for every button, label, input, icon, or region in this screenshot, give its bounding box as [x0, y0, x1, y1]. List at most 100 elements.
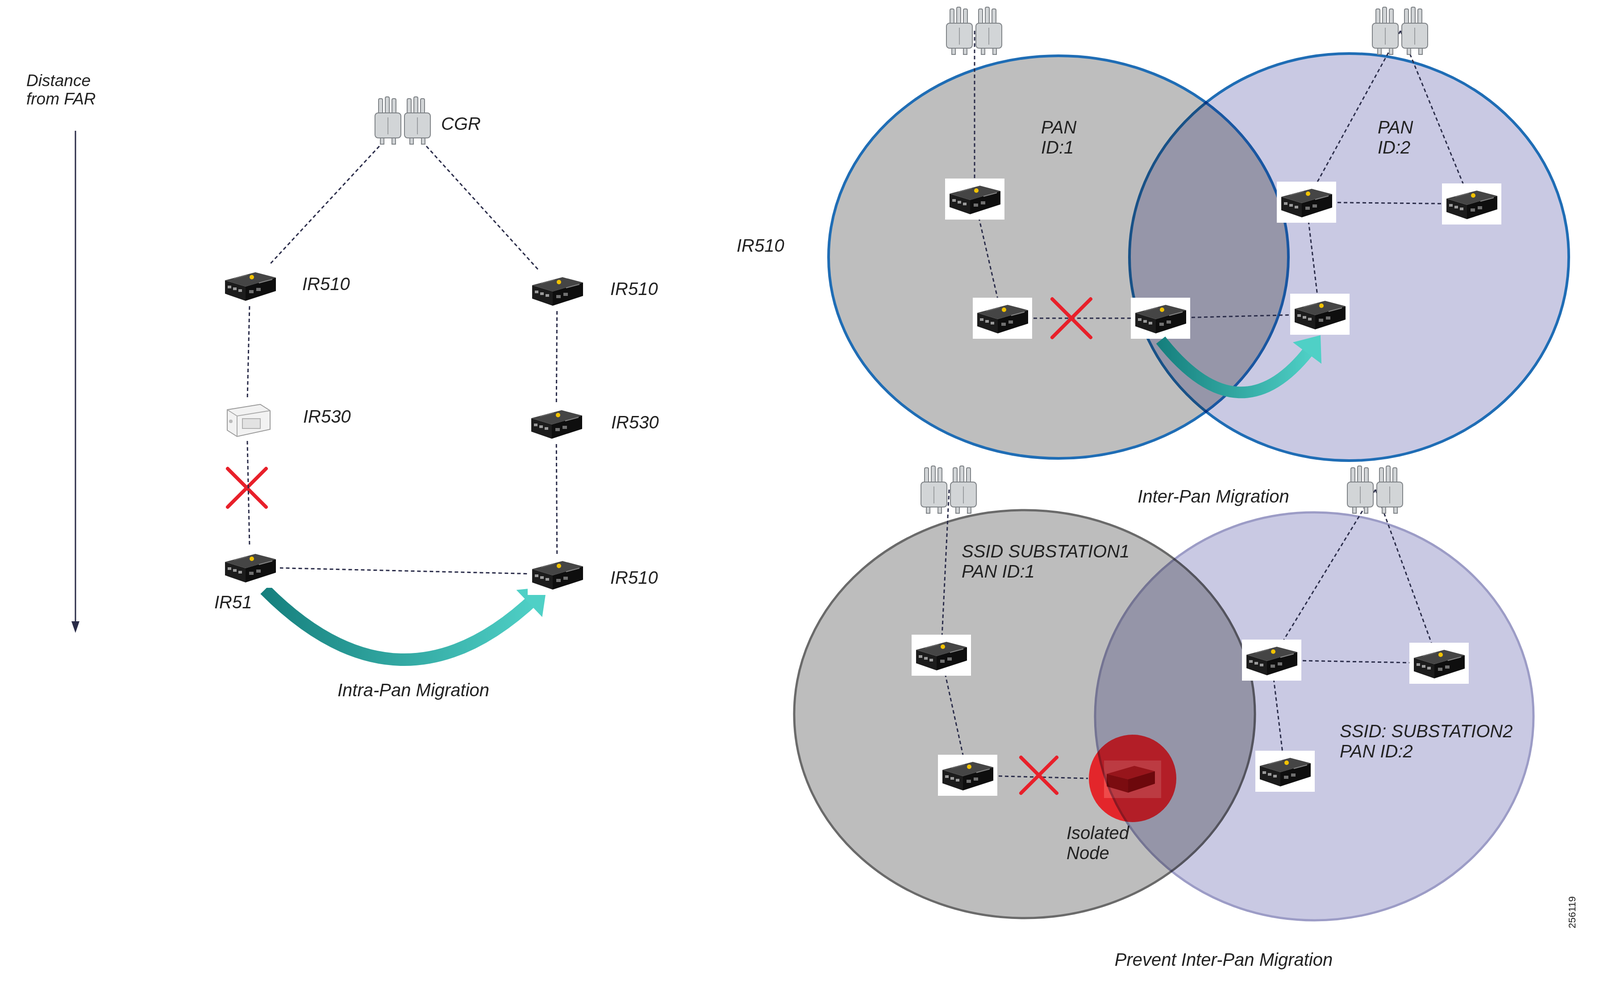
dashed-link — [556, 444, 557, 555]
dashed-link — [247, 306, 250, 400]
drawing-part — [1052, 299, 1091, 338]
dashed-link — [426, 146, 539, 271]
drawing-part — [1409, 642, 1469, 684]
drawing-part — [1292, 335, 1322, 364]
drawing-part — [911, 634, 971, 676]
drawing-part — [217, 400, 277, 442]
device-icon — [217, 400, 277, 442]
drawing-part — [937, 754, 998, 796]
drawing-part — [1290, 293, 1350, 335]
device-label: IR51 — [214, 592, 253, 613]
drawing-part — [1255, 750, 1315, 792]
router-node: IR510 — [527, 554, 588, 596]
drawing-part — [1130, 297, 1191, 339]
drawing-part — [1020, 757, 1057, 794]
device-label: IR530 — [611, 412, 659, 433]
drawing-part — [946, 7, 1002, 55]
device-icon — [526, 403, 587, 445]
drawing-part — [71, 621, 80, 634]
drawing-part — [1020, 757, 1057, 794]
drawing-part — [220, 265, 280, 307]
drawing-part — [75, 130, 77, 623]
annotation-label: Inter-Pan Migration — [1137, 486, 1289, 507]
region-label: SSID: SUBSTATION2 PAN ID:2 — [1339, 721, 1532, 762]
region-label: PAN ID:2 — [1377, 117, 1413, 158]
device-label: IR510 — [302, 274, 350, 295]
device-icon — [220, 546, 280, 588]
dashed-link — [269, 146, 380, 266]
migration-arrow — [1160, 335, 1322, 393]
pan-region: SSID: SUBSTATION2 PAN ID:2 — [1092, 510, 1536, 923]
router-node: IR530 — [217, 400, 277, 442]
drawing-part — [1276, 181, 1337, 223]
annotation-label: Prevent Inter-Pan Migration — [1114, 950, 1333, 971]
dashed-link — [279, 568, 528, 575]
pan-region: PAN ID:2 — [1126, 50, 1572, 464]
device-icon — [527, 554, 588, 596]
gateway-router: CGR — [370, 95, 436, 147]
drawing-part — [1400, 30, 1472, 205]
router-node: IR510 — [220, 265, 280, 307]
drawing-part — [1375, 489, 1439, 664]
failure-mark — [227, 299, 1091, 794]
device-label: IR530 — [303, 406, 351, 427]
migration-curve — [264, 589, 537, 660]
drawing-part — [920, 466, 977, 514]
drawing-part — [941, 489, 950, 656]
drawing-part — [945, 178, 1005, 220]
drawing-part — [1441, 183, 1502, 225]
dashed-link — [279, 568, 528, 575]
drawing-part — [527, 270, 588, 312]
drawing-part — [972, 297, 1033, 339]
dashed-link — [247, 441, 250, 547]
device-icon — [527, 270, 588, 312]
region-outline — [1126, 50, 1572, 464]
dashed-link — [556, 311, 557, 404]
dashed-link — [426, 146, 539, 271]
device-icon — [370, 95, 436, 147]
drawing-part — [375, 96, 431, 145]
device-label: CGR — [441, 113, 481, 134]
dashed-link — [269, 146, 380, 266]
annotation-label: Intra-Pan Migration — [337, 680, 490, 701]
device-label: IR510 — [610, 567, 659, 588]
drawing-part — [220, 546, 280, 588]
dashed-link — [556, 444, 557, 555]
dashed-link — [247, 306, 250, 400]
router-node: IR530 — [526, 403, 587, 445]
drawing-part — [1241, 639, 1302, 681]
dashed-link — [247, 441, 250, 547]
region-label: SSID SUBSTATION1 PAN ID:1 — [961, 541, 1150, 582]
drawing-part — [1347, 466, 1403, 514]
drawing-part — [227, 468, 267, 508]
region-ellipse — [1095, 512, 1534, 921]
drawing-part — [974, 30, 976, 200]
region-outline — [1092, 510, 1536, 923]
node-label: Isolated Node — [1066, 823, 1130, 864]
drawing-part — [1271, 489, 1376, 661]
pan-links — [941, 30, 1472, 779]
region-ellipse — [1129, 53, 1569, 461]
drawing-part — [526, 403, 587, 445]
annotation-label: IR510 — [736, 235, 785, 256]
dashed-link — [556, 311, 557, 404]
drawing-part — [527, 554, 588, 596]
migration-arrow — [264, 587, 547, 660]
figure-number: 256119 — [1566, 896, 1579, 929]
device-label: IR510 — [610, 279, 659, 300]
router-icons — [911, 7, 1502, 796]
drawing-part — [1160, 340, 1313, 393]
region-label: PAN ID:1 — [1041, 117, 1077, 158]
router-node: IR51 — [220, 546, 280, 588]
drawing-part — [1306, 30, 1401, 203]
drawing-part — [227, 468, 267, 508]
distance-axis — [71, 130, 80, 634]
drawing-part — [1052, 299, 1091, 338]
annotation-label: Distance from FAR — [26, 71, 116, 109]
router-node: IR510 — [527, 270, 588, 312]
drawing-part — [1372, 7, 1428, 55]
